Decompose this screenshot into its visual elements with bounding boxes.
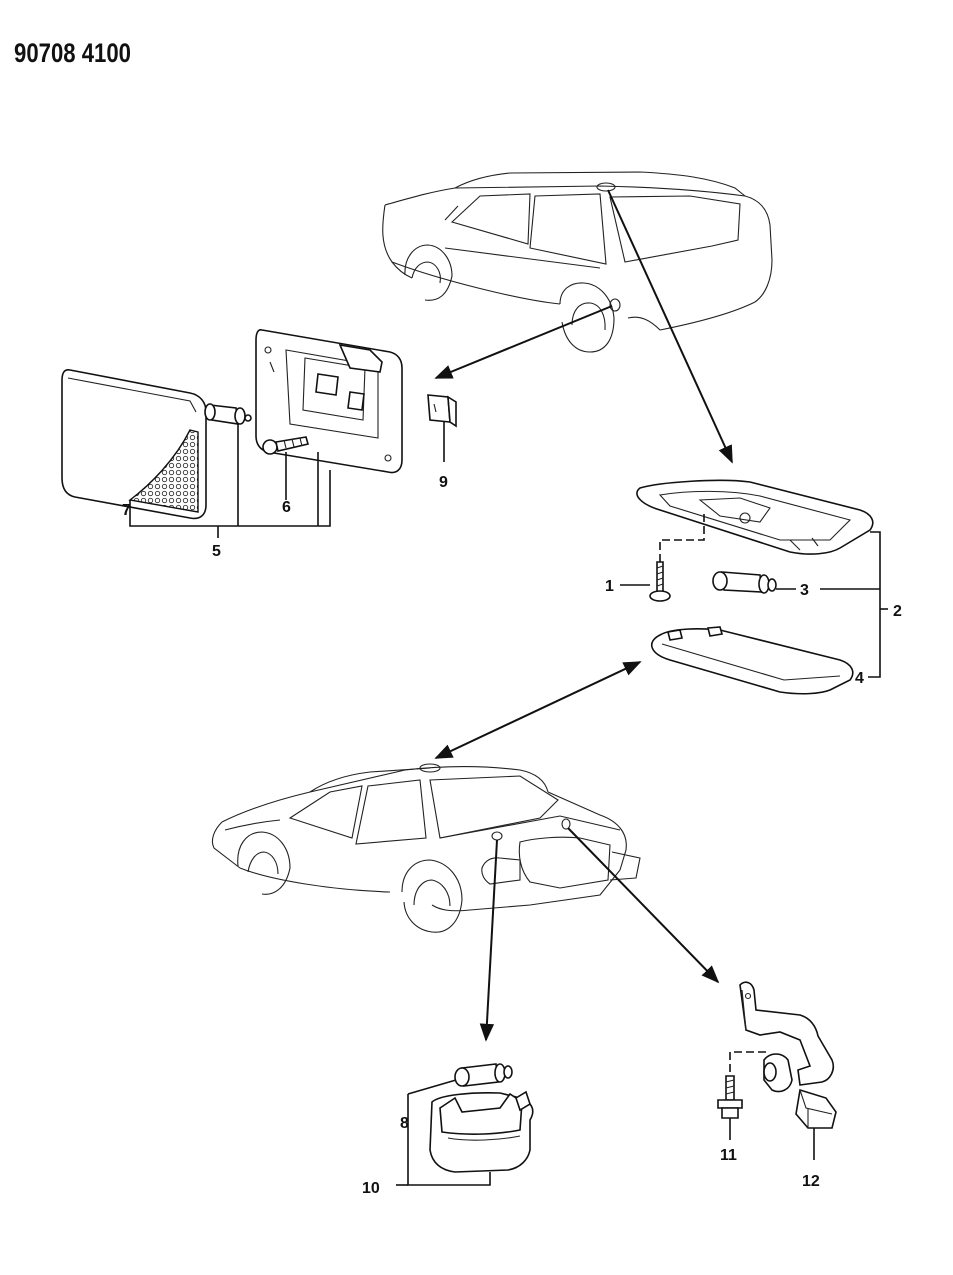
bracket-5 [129,424,331,538]
arrow-to-dome-lamp [607,189,733,464]
bracket-10 [396,1079,491,1186]
dome-lamp-base-2 [636,479,874,555]
bolt-11 [717,1075,743,1140]
bulb-lamp-5 [204,403,252,425]
sedan-car-outline [211,763,641,933]
screw-1 [620,514,705,602]
lamp-lens-7 [61,369,207,520]
trunk-lamp-bracket-12 [729,981,837,1160]
license-lamp-housing-10 [429,1090,534,1173]
dome-lens-4 [650,626,854,695]
callout-5: 5 [212,543,221,560]
callout-3: 3 [800,582,809,599]
callout-6: 6 [282,499,291,516]
arrow-dome-to-sedan [434,661,642,759]
wagon-car-outline [382,171,773,353]
callout-7: 7 [122,502,131,519]
arrow-to-trunk-lamp [567,827,720,984]
callout-12: 12 [802,1173,820,1190]
document-number: 90708 4100 [14,38,131,68]
callout-11: 11 [720,1147,737,1164]
callout-9: 9 [439,474,448,491]
license-bulb-8 [454,1063,513,1087]
screw-6 [262,436,310,455]
callout-4: 4 [855,670,864,687]
arrow-to-license-lamp [479,839,498,1042]
callout-1: 1 [605,578,614,595]
callout-2: 2 [893,603,902,620]
clip-9 [427,394,457,462]
lamp-housing-5 [255,329,403,474]
callout-8: 8 [400,1115,409,1132]
bulb-3 [712,571,796,594]
bracket-2 [820,531,888,678]
arrow-to-clip [434,305,613,379]
callout-10: 10 [362,1180,380,1197]
